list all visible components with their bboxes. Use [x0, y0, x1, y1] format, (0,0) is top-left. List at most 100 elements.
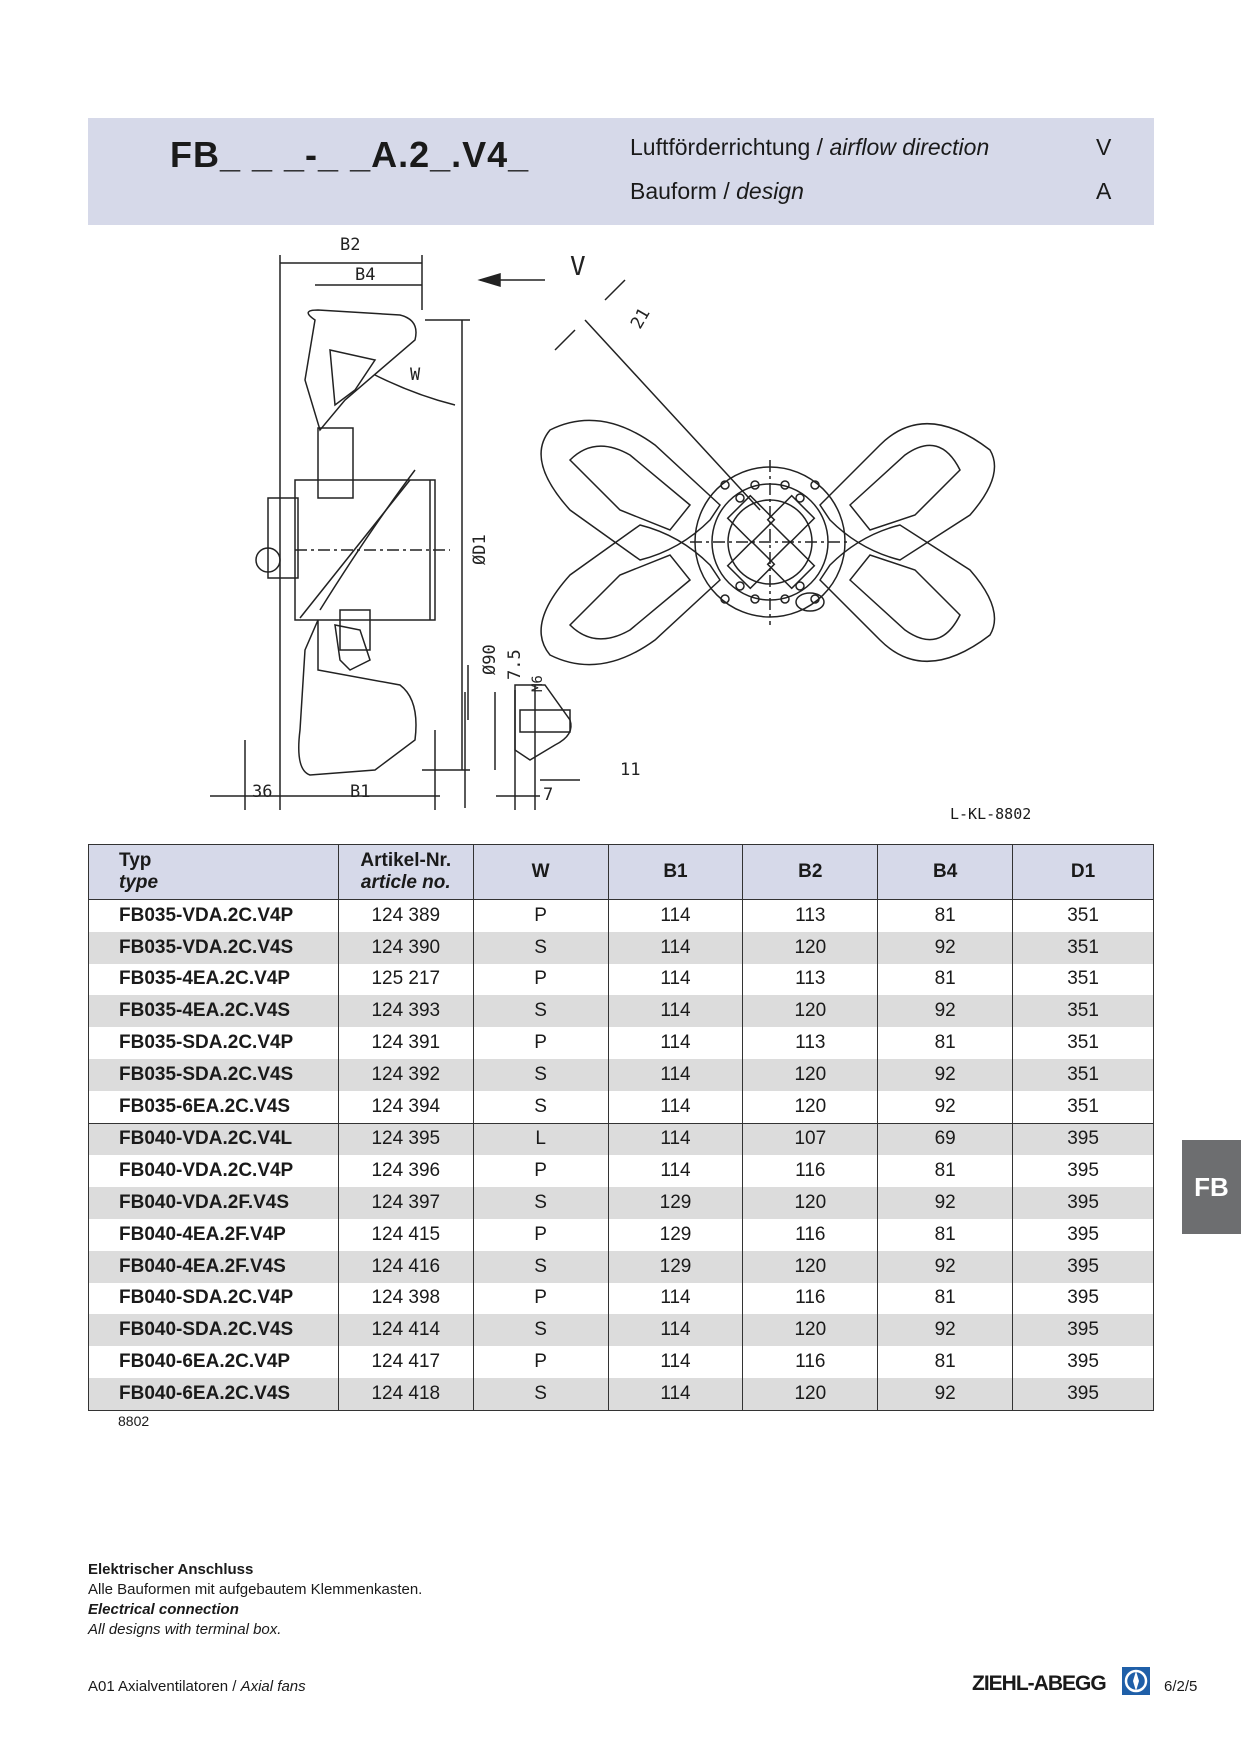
design-value: A: [1096, 178, 1112, 204]
cell-b1: 114: [607, 995, 744, 1028]
cell-typ: FB040-SDA.2C.V4S: [88, 1314, 339, 1347]
header-article-de: Artikel-Nr.: [360, 850, 452, 871]
header-typ-de: Typ: [119, 850, 152, 871]
cell-d1: 351: [1012, 963, 1154, 996]
cell-b4: 92: [877, 995, 1014, 1028]
cell-b4: 81: [877, 1027, 1014, 1059]
label-b1: B1: [350, 782, 370, 802]
cell-typ: FB040-VDA.2C.V4P: [88, 1155, 339, 1188]
label-d1: ØD1: [470, 534, 490, 565]
cell-art: 124 397: [337, 1187, 474, 1219]
header-b2: B2: [742, 844, 879, 900]
header-band: FB_ _ _-_ _A.2_.V4_ Luftförderrichtung /…: [88, 118, 1154, 225]
cell-b2: 113: [742, 963, 879, 996]
cell-typ: FB035-4EA.2C.V4P: [88, 963, 339, 996]
cell-b4: 92: [877, 1314, 1014, 1347]
cell-b1: 114: [607, 1377, 744, 1411]
cell-art: 124 415: [337, 1218, 474, 1251]
cell-d1: 351: [1012, 1027, 1154, 1059]
design-label-en: design: [736, 178, 804, 204]
cell-art: 124 417: [337, 1346, 474, 1378]
cell-typ: FB040-6EA.2C.V4P: [88, 1346, 339, 1378]
cell-b1: 129: [607, 1250, 744, 1283]
cell-b1: 114: [607, 1058, 744, 1091]
airflow-row: Luftförderrichtung / airflow direction: [630, 134, 989, 161]
cell-b2: 116: [742, 1346, 879, 1378]
cell-w: P: [472, 1027, 609, 1059]
cell-b2: 120: [742, 1250, 879, 1283]
cell-b4: 81: [877, 1155, 1014, 1188]
cell-w: P: [472, 1218, 609, 1251]
airflow-label-de: Luftförderrichtung /: [630, 134, 830, 160]
cell-b1: 129: [607, 1218, 744, 1251]
cell-b1: 114: [607, 931, 744, 964]
cell-w: P: [472, 899, 609, 932]
cell-typ: FB035-VDA.2C.V4S: [88, 931, 339, 964]
cell-b1: 114: [607, 1346, 744, 1378]
cell-art: 124 393: [337, 995, 474, 1028]
cell-typ: FB040-VDA.2F.V4S: [88, 1187, 339, 1219]
cell-typ: FB035-4EA.2C.V4S: [88, 995, 339, 1028]
cell-d1: 395: [1012, 1282, 1154, 1315]
cell-b1: 114: [607, 963, 744, 996]
cell-d1: 395: [1012, 1377, 1154, 1411]
cell-b4: 81: [877, 963, 1014, 996]
cell-typ: FB040-SDA.2C.V4P: [88, 1282, 339, 1315]
cell-w: S: [472, 1377, 609, 1411]
section-tab: FB: [1182, 1140, 1241, 1234]
cell-d1: 351: [1012, 1090, 1154, 1124]
cell-b2: 120: [742, 1090, 879, 1124]
cell-b2: 116: [742, 1155, 879, 1188]
cell-w: P: [472, 1282, 609, 1315]
cell-d1: 395: [1012, 1122, 1154, 1156]
cell-art: 125 217: [337, 963, 474, 996]
label-7: 7: [543, 785, 553, 805]
cell-w: S: [472, 931, 609, 964]
cell-d1: 351: [1012, 931, 1154, 964]
cell-art: 124 416: [337, 1250, 474, 1283]
cell-b2: 120: [742, 1314, 879, 1347]
cell-b1: 129: [607, 1187, 744, 1219]
header-article: Artikel-Nr.article no.: [337, 844, 474, 900]
header-d1: D1: [1012, 844, 1154, 900]
cell-b1: 114: [607, 1282, 744, 1315]
cell-art: 124 392: [337, 1058, 474, 1091]
drawing-reference: L-KL-8802: [950, 805, 1032, 823]
cell-b2: 113: [742, 899, 879, 932]
cell-b2: 116: [742, 1218, 879, 1251]
cell-art: 124 418: [337, 1377, 474, 1411]
cell-d1: 351: [1012, 899, 1154, 932]
cell-b1: 114: [607, 1122, 744, 1156]
header-w: W: [472, 844, 609, 900]
cell-b4: 92: [877, 1377, 1014, 1411]
cell-art: 124 389: [337, 899, 474, 932]
cell-b4: 92: [877, 1250, 1014, 1283]
label-b2: B2: [340, 235, 360, 255]
label-dia90: Ø90: [480, 644, 500, 675]
cell-w: L: [472, 1122, 609, 1156]
footer-section-de: A01 Axialventilatoren /: [88, 1678, 241, 1695]
cell-d1: 395: [1012, 1187, 1154, 1219]
cell-typ: FB040-VDA.2C.V4L: [88, 1122, 339, 1156]
cell-art: 124 398: [337, 1282, 474, 1315]
cell-b2: 120: [742, 995, 879, 1028]
cell-b4: 92: [877, 1090, 1014, 1124]
label-11: 11: [620, 760, 640, 780]
cell-art: 124 396: [337, 1155, 474, 1188]
cell-b2: 120: [742, 1058, 879, 1091]
cell-w: S: [472, 1314, 609, 1347]
cell-b4: 92: [877, 1187, 1014, 1219]
footer-section: A01 Axialventilatoren / Axial fans: [88, 1678, 306, 1695]
cell-b4: 92: [877, 931, 1014, 964]
product-code: FB_ _ _-_ _A.2_.V4_: [170, 134, 530, 175]
cell-typ: FB040-4EA.2F.V4S: [88, 1250, 339, 1283]
